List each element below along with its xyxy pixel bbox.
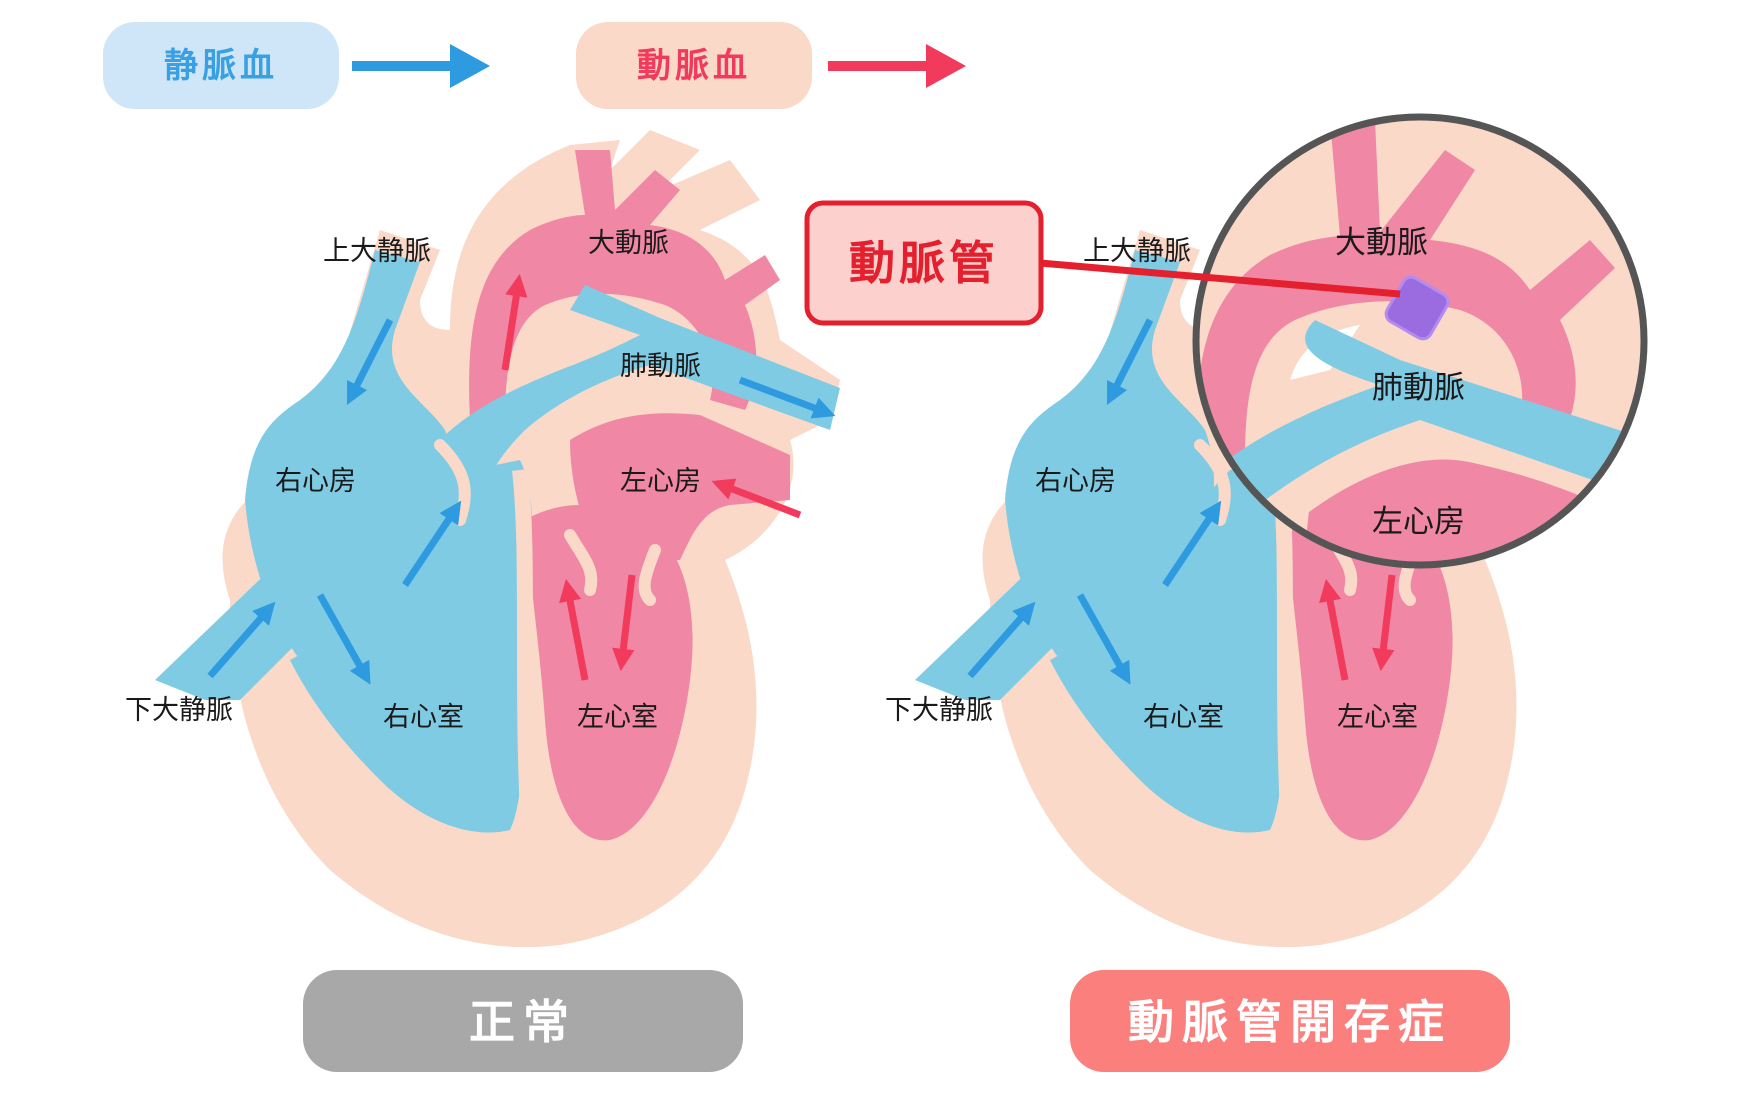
normal-label-ivc: 下大静脈 xyxy=(125,695,233,726)
pda-venous-flow-arrows xyxy=(967,318,1222,685)
callout-leader-line xyxy=(1039,259,1401,298)
normal-label-aorta: 大動脈 xyxy=(588,228,669,259)
zoom-circle-border xyxy=(1192,113,1648,569)
arterial-legend: 動脈血 xyxy=(576,22,966,109)
zoom-label-la: 左心房 xyxy=(1372,504,1465,540)
pda-tricuspid-valve xyxy=(1194,439,1231,526)
zoom-circle: 大動脈 肺動脈 左心房 xyxy=(1192,113,1648,569)
normal-caption-button: 正常 xyxy=(303,970,743,1072)
pda-right-ventricle xyxy=(1050,460,1292,833)
callout-label: 動脈管 xyxy=(849,236,999,290)
pda-septum xyxy=(1272,469,1298,851)
pulmonary-artery xyxy=(440,285,840,500)
pda-label-ivc: 下大静脈 xyxy=(885,695,993,726)
venous-flow-arrows xyxy=(207,318,836,685)
pda-caption-label: 動脈管開存症 xyxy=(1128,995,1452,1049)
normal-caption-label: 正常 xyxy=(469,995,577,1049)
venous-legend: 静脈血 xyxy=(103,22,490,109)
aorta xyxy=(469,150,780,420)
pda-label-svc: 上大静脈 xyxy=(1083,236,1191,267)
normal-label-la: 左心房 xyxy=(620,466,701,497)
zoom-label-pa: 肺動脈 xyxy=(1372,370,1465,406)
pda-label-ra: 右心房 xyxy=(1035,466,1116,497)
pda-heart: 上大静脈 右心房 右心室 左心室 下大静脈 大動脈 肺 xyxy=(804,113,1648,1072)
normal-heart: 上大静脈 大動脈 肺動脈 右心房 左心房 右心室 左心室 下大静脈 正常 xyxy=(125,130,840,1072)
legend: 静脈血 動脈血 xyxy=(103,22,966,109)
ivc xyxy=(155,560,330,700)
normal-label-svc: 上大静脈 xyxy=(323,236,431,267)
arterial-legend-label: 動脈血 xyxy=(637,46,751,86)
pda-arterial-flow-arrows xyxy=(1319,574,1396,681)
arterial-arrow-icon xyxy=(828,44,966,88)
right-ventricle xyxy=(290,460,532,833)
venous-legend-label: 静脈血 xyxy=(164,46,278,86)
venous-arrow-icon xyxy=(352,44,490,88)
right-atrium-svc xyxy=(245,250,455,660)
septum xyxy=(512,469,538,851)
normal-label-pa: 肺動脈 xyxy=(620,351,701,382)
zoom-label-aorta: 大動脈 xyxy=(1335,225,1428,261)
normal-label-rv: 右心室 xyxy=(383,702,464,733)
pda-caption-button: 動脈管開存症 xyxy=(1070,970,1510,1072)
tricuspid-valve xyxy=(434,439,471,526)
normal-label-ra: 右心房 xyxy=(275,466,356,497)
pda-label-lv: 左心室 xyxy=(1337,702,1418,733)
mitral-valve xyxy=(564,529,661,606)
normal-label-lv: 左心室 xyxy=(577,702,658,733)
pda-right-atrium-svc xyxy=(1005,250,1215,660)
ductus-callout: 動脈管 xyxy=(804,200,1401,326)
arterial-flow-arrows xyxy=(501,273,802,681)
pda-label-rv: 右心室 xyxy=(1143,702,1224,733)
pda-ivc xyxy=(915,560,1090,700)
zoom-pulmonary-artery xyxy=(1196,320,1644,520)
